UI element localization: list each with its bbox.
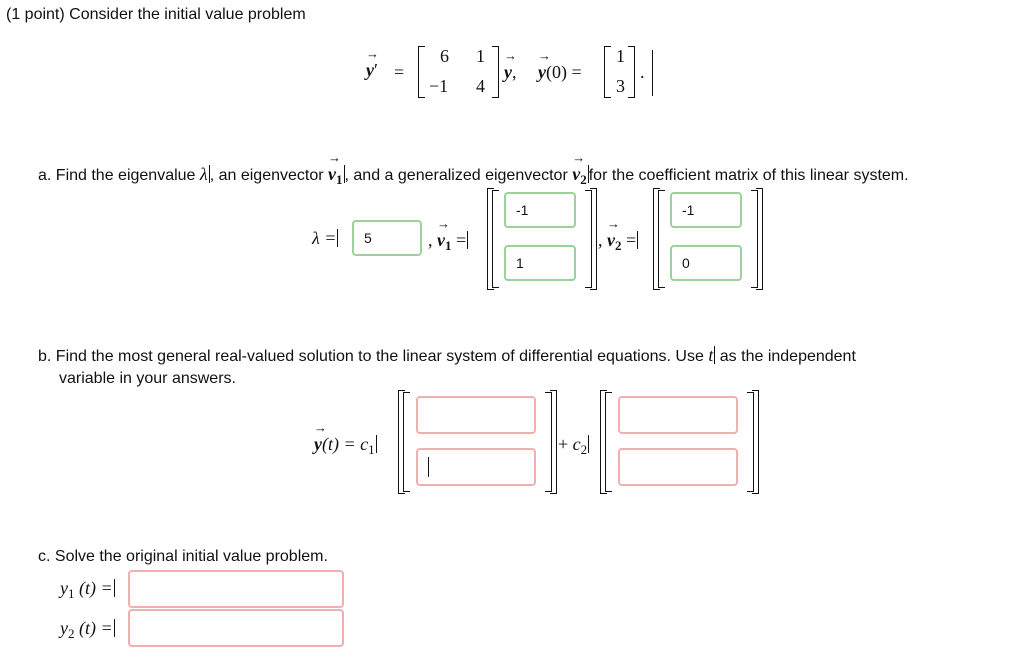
y2-label: y2 (t) = xyxy=(60,618,115,641)
v1-right-bracket-inner xyxy=(585,190,592,288)
text-cursor-bar xyxy=(652,50,653,96)
v1-component-1-input[interactable]: -1 xyxy=(504,192,576,228)
matrix-a12: 1 xyxy=(476,46,485,66)
matrix-a22: 4 xyxy=(476,76,485,96)
general-solution-label: y(t) = c1 xyxy=(314,420,377,458)
c2-label: + c2 xyxy=(558,434,590,457)
c2-vector-right-bracket-inner xyxy=(747,392,754,492)
matrix-right-bracket xyxy=(492,46,499,98)
y1-label: y1 (t) = xyxy=(60,578,115,601)
equals-sign: = xyxy=(394,62,405,82)
c1-component-2-input[interactable] xyxy=(416,448,536,486)
part-c-instructions: c. Solve the original initial value prob… xyxy=(38,548,328,565)
c1-component-1-input[interactable] xyxy=(416,396,536,434)
v2-right-bracket-inner xyxy=(751,190,758,288)
y1-input[interactable] xyxy=(128,570,344,608)
v1-component-2-value: 1 xyxy=(516,255,524,271)
part-b-instructions-line1: b. Find the most general real-valued sol… xyxy=(38,345,856,365)
v2-label: , v2 = xyxy=(598,216,639,254)
v1-label: , v1 = xyxy=(428,216,469,254)
v2-left-bracket-inner xyxy=(658,190,665,288)
initial-condition-label: y(0) = xyxy=(538,48,582,83)
c1-vector-left-bracket xyxy=(398,390,405,494)
c2-vector-left-bracket xyxy=(600,390,607,494)
v2-component-2-input[interactable]: 0 xyxy=(670,245,742,281)
v2-component-1-input[interactable]: -1 xyxy=(670,192,742,228)
c1-vector-right-bracket-inner xyxy=(545,392,552,492)
rhs-y-vector: y, xyxy=(504,48,517,83)
v1-left-bracket xyxy=(487,188,494,290)
v1-component-2-input[interactable]: 1 xyxy=(504,245,576,281)
problem-header: (1 point) Consider the initial value pro… xyxy=(6,6,306,24)
v1-component-1-value: -1 xyxy=(516,202,529,218)
v2-left-bracket xyxy=(653,188,660,290)
init-right-bracket xyxy=(628,46,635,98)
c2-component-2-input[interactable] xyxy=(618,448,738,486)
v2-component-1-value: -1 xyxy=(682,202,695,218)
c1-vector-left-bracket-inner xyxy=(403,392,410,492)
init-left-bracket xyxy=(604,46,611,98)
matrix-a21: −1 xyxy=(429,76,449,96)
v2-right-bracket xyxy=(756,188,763,290)
v1-left-bracket-inner xyxy=(492,190,499,288)
text-cursor xyxy=(428,457,429,477)
y-prime-label: y′ xyxy=(366,46,379,81)
init-v1: 1 xyxy=(616,46,625,66)
matrix-a11: 6 xyxy=(440,46,449,66)
init-v2: 3 xyxy=(616,76,625,96)
part-b-instructions-line2: variable in your answers. xyxy=(59,370,236,387)
v1-right-bracket xyxy=(590,188,597,290)
problem-prompt: (1 point) Consider the initial value pro… xyxy=(6,6,306,23)
c2-vector-right-bracket xyxy=(752,390,759,494)
lambda-input[interactable]: 5 xyxy=(352,220,422,256)
v2-component-2-value: 0 xyxy=(682,255,690,271)
lambda-label: λ = xyxy=(312,228,339,248)
c1-vector-right-bracket xyxy=(550,390,557,494)
period: . xyxy=(640,62,645,82)
part-a-instructions: a. Find the eigenvalue λ, an eigenvector… xyxy=(38,150,909,188)
y2-input[interactable] xyxy=(128,609,344,647)
lambda-input-value: 5 xyxy=(364,230,372,246)
matrix-left-bracket xyxy=(418,46,425,98)
c2-vector-left-bracket-inner xyxy=(605,392,612,492)
c2-component-1-input[interactable] xyxy=(618,396,738,434)
